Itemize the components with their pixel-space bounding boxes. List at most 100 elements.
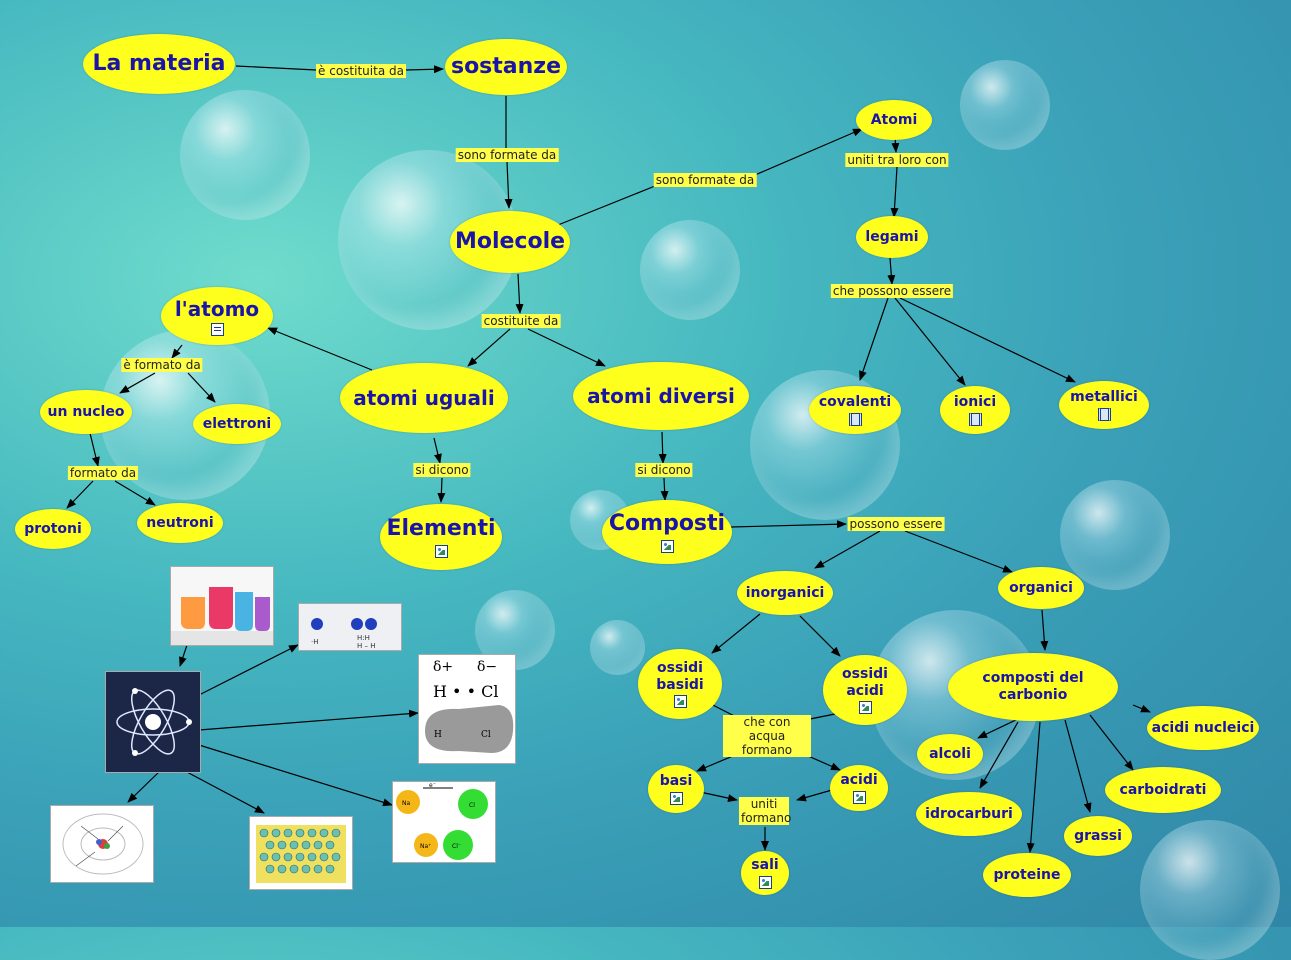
link-line [662, 432, 663, 463]
h2-left-label: ·H [311, 638, 319, 646]
concept-latomo[interactable]: l'atomo [161, 287, 273, 345]
link-line [797, 790, 832, 800]
h2-molecule-illustration: ·H H:H H – H [299, 604, 401, 650]
concept-organici[interactable]: organici [998, 567, 1084, 609]
link-line [518, 274, 520, 313]
document-icon[interactable] [211, 323, 224, 336]
link-line [558, 186, 655, 225]
link-line [90, 433, 98, 466]
concept-molecole[interactable]: Molecole [450, 211, 570, 273]
atom-image[interactable] [105, 671, 201, 773]
node-label: un nucleo [48, 404, 125, 421]
link-line [700, 792, 737, 800]
video-icon[interactable] [849, 413, 862, 426]
atom-illustration [106, 672, 200, 772]
hcl-polarity-image[interactable]: δ+ δ− H • • Cl H Cl [418, 654, 516, 764]
link-label-si-dicono: si dicono [413, 463, 470, 477]
node-label: carboidrati [1120, 782, 1207, 799]
link-line [712, 614, 760, 653]
image-icon[interactable] [759, 876, 772, 889]
concept-idrocarburi[interactable]: idrocarburi [916, 792, 1022, 836]
video-icon[interactable] [1098, 408, 1111, 421]
link-line [1042, 610, 1045, 650]
concept-protoni[interactable]: protoni [15, 509, 91, 549]
link-label-possono-essere: possono essere [848, 517, 945, 531]
link-line [172, 345, 182, 358]
nacl-ionic-image[interactable]: e⁻ Na Cl Na⁺ Cl⁻ [392, 781, 496, 863]
link-line [199, 713, 418, 730]
concept-alcoli[interactable]: alcoli [917, 734, 983, 774]
concept-atomi-diversi[interactable]: atomi diversi [573, 362, 749, 430]
link-line [731, 524, 846, 527]
link-line [900, 298, 1075, 382]
concept-acidi[interactable]: acidi [830, 765, 888, 811]
link-line [894, 167, 897, 217]
concept-carboidrati[interactable]: carboidrati [1105, 767, 1221, 813]
concept-covalenti[interactable]: covalenti [809, 386, 901, 434]
link-line [978, 718, 1020, 738]
h2-molecule-image[interactable]: ·H H:H H – H [298, 603, 402, 651]
concept-la-materia[interactable]: La materia [83, 34, 235, 94]
link-label-formate-da: sono formate da [456, 148, 559, 162]
concept-ossidi-acidi[interactable]: ossidi acidi [823, 655, 907, 725]
h2-right-label: H:H [357, 634, 370, 642]
node-label: organici [1009, 580, 1073, 597]
atom-structure-image[interactable] [50, 805, 154, 883]
concept-neutroni[interactable]: neutroni [137, 503, 223, 543]
concept-ossidi-basidi[interactable]: ossidi basidi [638, 649, 722, 719]
concept-metallici[interactable]: metallici [1059, 381, 1149, 429]
image-icon[interactable] [853, 791, 866, 804]
node-label: composti del carbonio [948, 670, 1118, 704]
link-label-possono-essere: che possono essere [831, 284, 953, 298]
image-icon[interactable] [435, 545, 448, 558]
concept-atomi[interactable]: Atomi [856, 100, 932, 140]
video-icon[interactable] [969, 413, 982, 426]
metal-lattice-illustration [250, 817, 352, 889]
concept-grassi[interactable]: grassi [1064, 816, 1132, 856]
link-label-costituita: è costituita da [316, 64, 406, 78]
node-label: atomi diversi [587, 384, 735, 408]
node-label: Molecole [455, 229, 565, 255]
concept-atomi-uguali[interactable]: atomi uguali [340, 363, 508, 433]
node-label: idrocarburi [925, 806, 1013, 823]
concept-proteine[interactable]: proteine [983, 853, 1071, 897]
image-icon[interactable] [670, 792, 683, 805]
link-line [199, 745, 392, 805]
cl-label: Cl [469, 802, 475, 809]
node-label: sali [751, 857, 778, 874]
concept-legami[interactable]: legami [856, 216, 928, 258]
image-icon[interactable] [859, 701, 872, 714]
concept-composti-carbonio[interactable]: composti del carbonio [948, 653, 1118, 721]
concept-elementi[interactable]: Elementi [380, 504, 502, 570]
concept-acidi-nucleici[interactable]: acidi nucleici [1147, 706, 1259, 750]
link-line [120, 373, 155, 393]
link-line [980, 722, 1018, 788]
link-line [860, 298, 888, 380]
image-icon[interactable] [674, 695, 687, 708]
concept-elettroni[interactable]: elettroni [193, 404, 281, 444]
metal-lattice-image[interactable] [249, 816, 353, 890]
hcl-formula-label: H • • Cl [433, 682, 498, 701]
node-label: ossidi basidi [650, 660, 710, 694]
link-line [434, 438, 440, 463]
link-label-formate-da: sono formate da [654, 173, 757, 187]
concept-un-nucleo[interactable]: un nucleo [40, 390, 132, 434]
concept-basi[interactable]: basi [648, 765, 704, 813]
node-label: Elementi [386, 516, 495, 542]
link-line [664, 478, 665, 500]
image-icon[interactable] [661, 540, 674, 553]
node-label: alcoli [929, 746, 971, 763]
link-line [815, 531, 880, 568]
cl-ion-label: Cl⁻ [452, 843, 461, 850]
concept-composti[interactable]: Composti [602, 500, 732, 564]
link-line [268, 328, 372, 370]
node-label: La materia [93, 51, 226, 77]
link-line [1090, 715, 1133, 770]
lab-glassware-image[interactable] [170, 566, 274, 646]
concept-sostanze[interactable]: sostanze [445, 39, 567, 95]
concept-inorganici[interactable]: inorganici [737, 571, 833, 615]
concept-ionici[interactable]: ionici [940, 386, 1010, 434]
link-line [67, 481, 93, 508]
node-label: Atomi [871, 112, 918, 129]
concept-sali[interactable]: sali [741, 851, 789, 895]
